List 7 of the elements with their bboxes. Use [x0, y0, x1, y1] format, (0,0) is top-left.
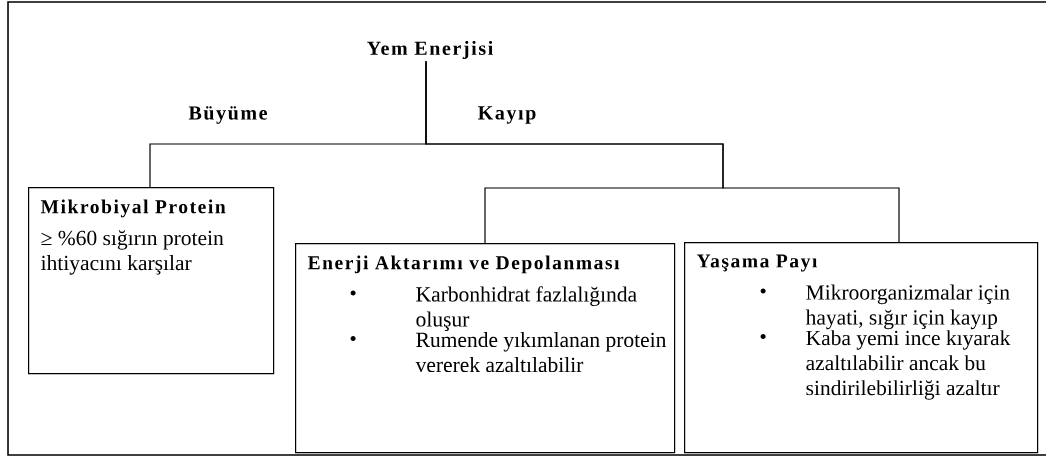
branch-label: Büyüme: [188, 106, 267, 124]
title-text: Yem Enerjisi: [367, 40, 493, 60]
text-box: Enerji Aktarımı ve Depolanması Karbonhidrat fazlalığında oluşur Rumende yıkımlanan protein vererek azaltılabilir: [295, 243, 676, 454]
connector-line: [425, 60, 900, 243]
text-box: Mikrobiyal Protein ≥ %60 sığırın protein ihtiyacını karşılar: [28, 187, 275, 375]
text-box: Yaşama Payı Mikroorganizmalar için hayati, sığır için kayıp Kaba yemi ince kıyarak azaltılabilir ancak bu sindirilebilirliği azaltır: [684, 242, 1039, 454]
branch-label: Kayıp: [478, 106, 536, 124]
